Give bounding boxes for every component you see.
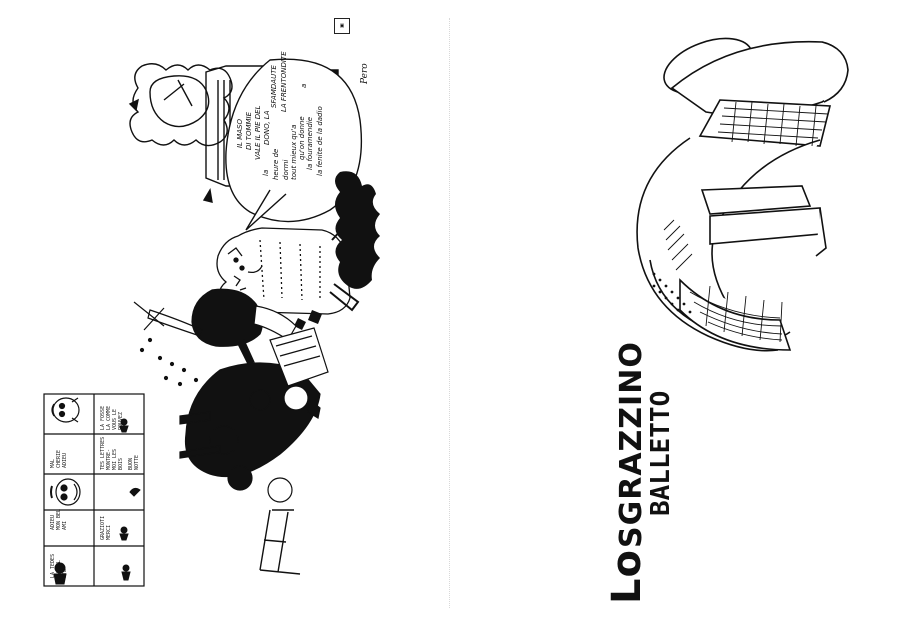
bubble-line-7: la [262,169,270,176]
strip-text-6: ADIEU [62,452,68,468]
strip-figures [53,418,141,585]
title-lo: Lo [604,549,650,604]
bubble-line-4: DONO, LA [263,110,271,145]
title-balletto: BALLETTO [646,390,676,516]
strip-text-19: ETE [62,568,68,578]
sofa-figures [179,327,329,503]
brick-pattern-top [717,101,829,147]
bubble-line-9: dormi [282,159,290,180]
bubble-line-11: qu'on donne [298,116,306,160]
bubble-line-6: LA FRENTONDITE [280,51,288,112]
strip-text-12: MERCI [106,524,112,540]
bubble-line-8: heure de [272,148,280,180]
comic-strip [43,393,145,587]
bubble-line-10: tout mieux qu'a [290,124,298,180]
dark-bushes [282,171,380,338]
title-sgrazzino: SGRAZZINO [614,341,649,548]
face-drawing-1 [51,397,80,423]
rolled-ribbon-illustration [636,37,849,352]
face-drawing-2 [50,478,81,506]
speech-bubble [225,58,363,231]
bubble-line-1: IL MASO [236,119,244,148]
strip-text-3: AMI [62,520,68,530]
bubble-line-2: DI TOMMIE [245,111,253,150]
chair [259,509,301,575]
dancer-in-skirt [133,288,297,387]
dotted-shading [652,272,692,314]
page-fold-divider [449,18,450,608]
bubble-line-14: a [300,83,308,88]
bubble-line-3: VALE IL PIE DEL [254,105,262,161]
corner-stamp: ▣ [334,18,350,34]
artist-signature: Pero [360,63,370,84]
hatching [663,219,693,271]
bubble-line-13: la fenite de la dadio [316,106,324,176]
bubble-line-12: la fouramendie [306,116,314,170]
brick-pattern-bottom [689,285,783,343]
bubble-line-5: SFAMDAUTE [270,65,278,108]
main-illustration [128,58,380,575]
